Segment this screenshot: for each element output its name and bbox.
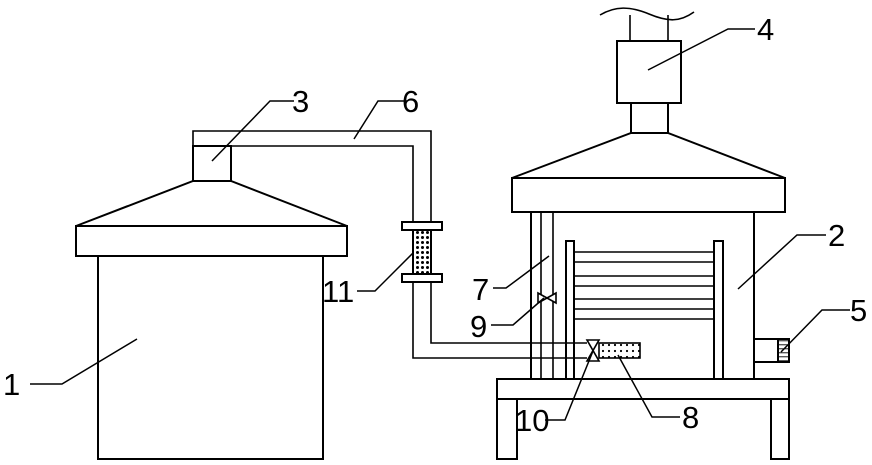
left-tank-hood [76,181,347,226]
exhaust-break-line [600,8,694,20]
callout-10: 10 [515,403,549,438]
left-tank [76,181,347,459]
callout-4: 4 [757,12,774,47]
left-tank-body [98,255,323,459]
housing-hood [512,133,785,178]
callout-5: 5 [850,293,867,328]
callout-3: 3 [292,84,309,119]
perforated-nozzle [599,343,640,358]
side-outlet-tube [754,339,778,362]
housing-lid-rim [512,178,785,212]
stand-crossbar [497,379,789,399]
exhaust-fan-assembly [600,8,694,133]
callout-11: 11 [322,274,354,309]
stand-left-leg [497,399,517,459]
leader-6 [354,101,407,139]
callout-2: 2 [828,218,845,253]
filter-bottom-flange [402,274,442,282]
callout-1: 1 [3,367,20,402]
inline-filter [402,222,442,282]
outlet-neck [193,146,231,181]
left-tank-lid-rim [76,226,347,256]
callout-7: 7 [472,272,489,307]
callout-6: 6 [402,84,419,119]
side-outlet [754,339,789,362]
exhaust-neck [631,103,668,133]
callout-8: 8 [682,400,699,435]
filter-mesh [413,230,431,274]
callout-9: 9 [470,309,487,344]
exhaust-fan [617,41,681,103]
leader-5 [781,310,850,352]
filter-top-flange [402,222,442,230]
rack-right-post [714,241,723,379]
stand-right-leg [771,399,789,459]
leader-11 [357,253,413,291]
